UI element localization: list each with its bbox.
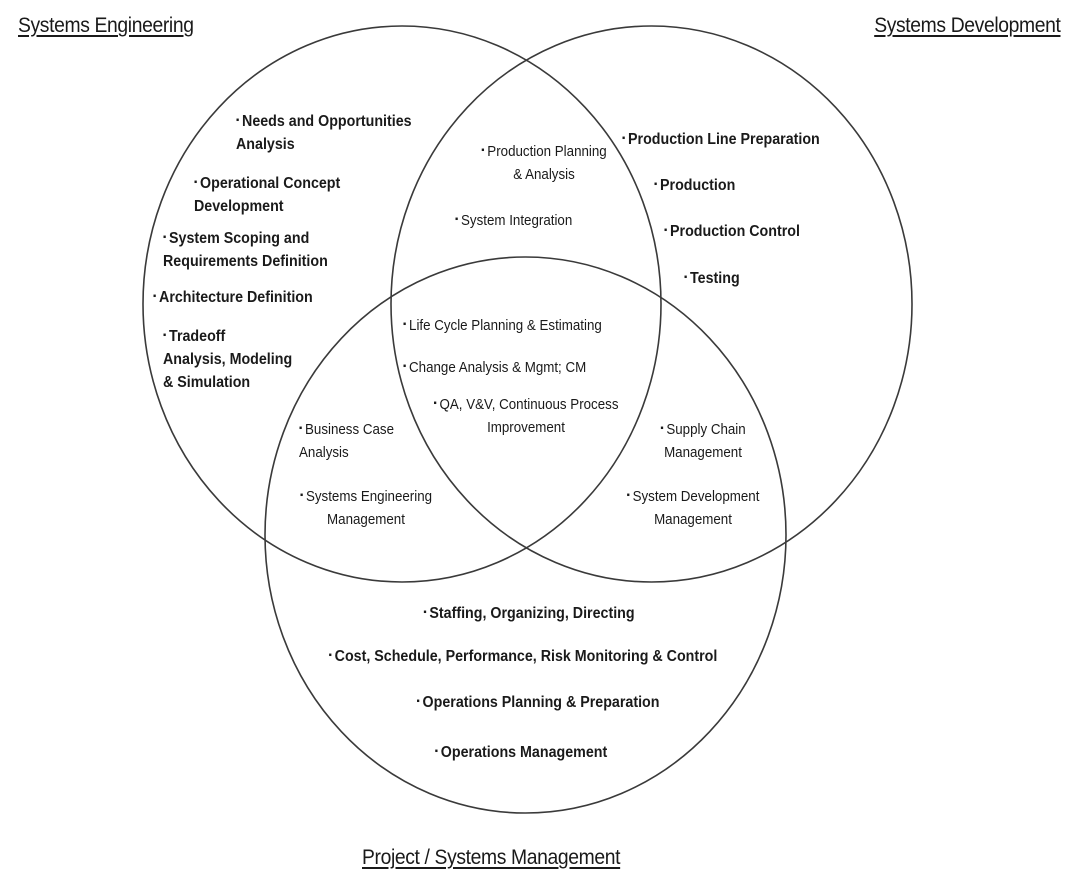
bullet-icon: ▪ — [163, 330, 167, 341]
item-system-scoping-requirements: ▪System Scoping and Requirements Definit… — [163, 230, 328, 270]
bullet-icon: ▪ — [163, 232, 167, 243]
bullet-icon: ▪ — [433, 398, 437, 409]
bullet-icon: ▪ — [299, 423, 303, 434]
item-life-cycle-planning: ▪Life Cycle Planning & Estimating — [403, 318, 602, 334]
item-production-line-preparation: ▪Production Line Preparation — [622, 131, 820, 148]
bullet-icon: ▪ — [328, 650, 332, 661]
bullet-icon: ▪ — [622, 133, 626, 144]
item-tradeoff-analysis: ▪Tradeoff Analysis, Modeling & Simulatio… — [163, 328, 293, 391]
item-operations-planning-preparation: ▪Operations Planning & Preparation — [416, 694, 660, 711]
bullet-icon: ▪ — [654, 179, 658, 190]
bullet-icon: ▪ — [434, 746, 439, 757]
item-testing: ▪Testing — [684, 270, 740, 287]
bullet-icon: ▪ — [660, 423, 664, 434]
item-production-control: ▪Production Control — [664, 223, 800, 240]
bullet-icon: ▪ — [403, 361, 407, 372]
bullet-icon: ▪ — [416, 696, 420, 707]
item-staffing-organizing-directing: ▪Staffing, Organizing, Directing — [423, 605, 635, 622]
circle-systems-development — [390, 25, 913, 583]
item-production-planning-analysis: ▪Production Planning & Analysis — [481, 144, 607, 183]
item-architecture-definition: ▪Architecture Definition — [153, 289, 313, 306]
set-title-systems-development: Systems Development — [873, 14, 1061, 37]
item-production: ▪Production — [654, 177, 736, 194]
item-needs-opportunities-analysis: ▪Needs and Opportunities Analysis — [236, 113, 412, 153]
item-supply-chain-management: ▪Supply Chain Management — [660, 422, 746, 461]
bullet-icon: ▪ — [684, 272, 688, 283]
item-systems-engineering-management: ▪Systems Engineering Management — [299, 489, 433, 528]
bullet-icon: ▪ — [664, 225, 668, 236]
item-system-integration: ▪System Integration — [455, 213, 573, 229]
bullet-icon: ▪ — [153, 291, 157, 302]
circle-project-systems-management — [264, 256, 787, 814]
item-operational-concept-development: ▪Operational Concept Development — [194, 175, 341, 215]
bullet-icon: ▪ — [299, 490, 304, 501]
bullet-icon: ▪ — [481, 145, 485, 156]
item-change-analysis: ▪Change Analysis & Mgmt; CM — [403, 360, 587, 376]
set-title-project-systems-management: Project / Systems Management — [362, 846, 621, 869]
bullet-icon: ▪ — [403, 319, 407, 330]
bullet-icon: ▪ — [194, 177, 198, 188]
bullet-icon: ▪ — [455, 214, 459, 225]
bullet-icon: ▪ — [423, 607, 427, 618]
item-cost-schedule-performance-risk: ▪Cost, Schedule, Performance, Risk Monit… — [328, 648, 718, 665]
bullet-icon: ▪ — [236, 115, 240, 126]
item-qa-vv-continuous-process: ▪QA, V&V, Continuous Process Improvement — [433, 397, 619, 436]
set-title-systems-engineering: Systems Engineering — [18, 14, 194, 37]
item-operations-management: ▪Operations Management — [434, 744, 608, 761]
bullet-icon: ▪ — [626, 490, 630, 501]
item-business-case-analysis: ▪Business Case Analysis — [299, 422, 395, 461]
circle-systems-engineering — [142, 25, 662, 583]
item-system-development-management: ▪System Development Management — [626, 489, 760, 528]
